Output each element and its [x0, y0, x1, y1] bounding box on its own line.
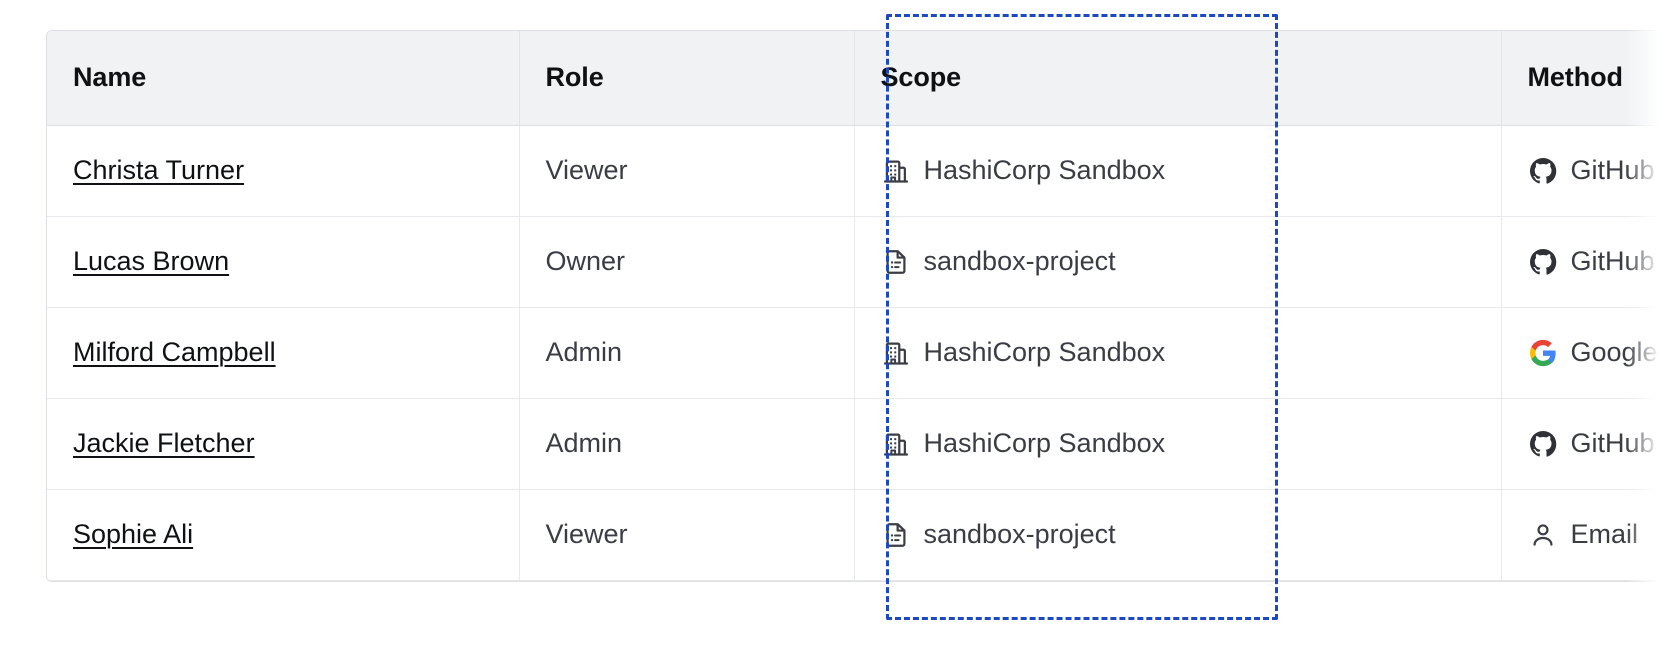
table-row: Sophie Ali Viewer sandbox-project Email: [47, 489, 1672, 581]
project-document-icon: [881, 520, 911, 550]
scope-value: sandbox-project: [881, 490, 1501, 580]
project-document-icon: [881, 247, 911, 277]
column-header-name[interactable]: Name: [47, 31, 520, 126]
cell-role: Admin: [519, 398, 855, 490]
github-icon: [1528, 429, 1558, 459]
method-label: GitHub: [1570, 246, 1655, 276]
cell-name: Lucas Brown: [47, 216, 520, 308]
scope-label: sandbox-project: [923, 246, 1116, 276]
cell-method: Email: [1501, 489, 1672, 581]
cell-scope: sandbox-project: [854, 216, 1502, 308]
method-label: GitHub: [1570, 428, 1655, 458]
cell-method: Google: [1501, 307, 1672, 399]
cell-scope: HashiCorp Sandbox: [854, 125, 1502, 217]
scope-label: HashiCorp Sandbox: [923, 428, 1166, 458]
member-name-link[interactable]: Sophie Ali: [73, 519, 194, 549]
scope-label: HashiCorp Sandbox: [923, 337, 1166, 367]
cell-role: Viewer: [519, 489, 855, 581]
member-name-link[interactable]: Lucas Brown: [73, 246, 230, 276]
cell-method: GitHub: [1501, 398, 1672, 490]
table-row: Jackie Fletcher Admin HashiCorp Sandbox Git…: [47, 398, 1672, 490]
cell-name: Sophie Ali: [47, 489, 520, 581]
method-value: Google: [1528, 308, 1672, 398]
scope-label: sandbox-project: [923, 519, 1116, 549]
scope-value: sandbox-project: [881, 217, 1501, 307]
member-name-link[interactable]: Christa Turner: [73, 155, 245, 185]
github-icon: [1528, 247, 1558, 277]
cell-method: GitHub: [1501, 125, 1672, 217]
table-row: Milford Campbell Admin HashiCorp Sandbox Go…: [47, 307, 1672, 399]
github-icon: [1528, 156, 1558, 186]
method-value: GitHub: [1528, 126, 1672, 216]
method-value: Email: [1528, 490, 1672, 580]
table-header-row: Name Role Scope Method: [47, 31, 1672, 126]
table-row: Lucas Brown Owner sandbox-project GitHub: [47, 216, 1672, 308]
scope-label: HashiCorp Sandbox: [923, 155, 1166, 185]
cell-name: Milford Campbell: [47, 307, 520, 399]
column-header-method[interactable]: Method: [1501, 31, 1672, 126]
google-icon: [1528, 338, 1558, 368]
method-value: GitHub: [1528, 399, 1672, 489]
method-label: Email: [1570, 519, 1639, 549]
cell-scope: sandbox-project: [854, 489, 1502, 581]
cell-name: Christa Turner: [47, 125, 520, 217]
user-icon: [1528, 520, 1558, 550]
column-header-role[interactable]: Role: [519, 31, 855, 126]
cell-role: Owner: [519, 216, 855, 308]
cell-scope: HashiCorp Sandbox: [854, 307, 1502, 399]
method-label: Google: [1570, 337, 1658, 367]
cell-role: Admin: [519, 307, 855, 399]
column-header-scope[interactable]: Scope: [854, 31, 1502, 126]
organization-icon: [881, 429, 911, 459]
cell-name: Jackie Fletcher: [47, 398, 520, 490]
member-name-link[interactable]: Milford Campbell: [73, 337, 276, 367]
cell-method: GitHub: [1501, 216, 1672, 308]
cell-role: Viewer: [519, 125, 855, 217]
scope-value: HashiCorp Sandbox: [881, 126, 1501, 216]
cell-scope: HashiCorp Sandbox: [854, 398, 1502, 490]
method-value: GitHub: [1528, 217, 1672, 307]
table-row: Christa Turner Viewer HashiCorp Sandbox Git…: [47, 125, 1672, 217]
scope-value: HashiCorp Sandbox: [881, 399, 1501, 489]
scope-value: HashiCorp Sandbox: [881, 308, 1501, 398]
member-name-link[interactable]: Jackie Fletcher: [73, 428, 255, 458]
table-header: Name Role Scope Method: [47, 31, 1672, 126]
method-label: GitHub: [1570, 155, 1655, 185]
organization-icon: [881, 156, 911, 186]
organization-icon: [881, 338, 911, 368]
